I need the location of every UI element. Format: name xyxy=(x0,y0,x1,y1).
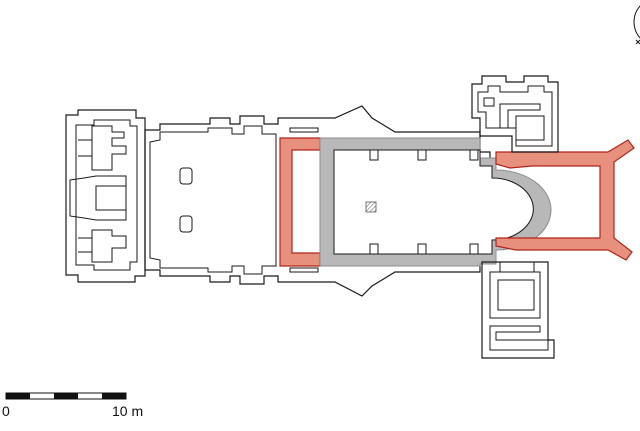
scale-bar-end-label: 10 m xyxy=(112,403,144,419)
north-annex xyxy=(471,75,559,153)
scale-bar-start-label: 0 xyxy=(2,403,10,419)
earlier-phase-church xyxy=(319,137,552,267)
hatched-square-icon xyxy=(365,201,377,213)
compass-north-icon xyxy=(633,5,640,45)
scale-bar-segment xyxy=(6,393,30,399)
scale-bar-segment xyxy=(102,393,126,399)
later-phase-east-extension xyxy=(495,139,635,261)
scale-bar xyxy=(5,392,127,400)
scale-bar-segment xyxy=(54,393,78,399)
west-front-structure xyxy=(65,109,146,283)
later-phase-west-wall xyxy=(279,137,321,267)
south-annex xyxy=(481,261,555,359)
